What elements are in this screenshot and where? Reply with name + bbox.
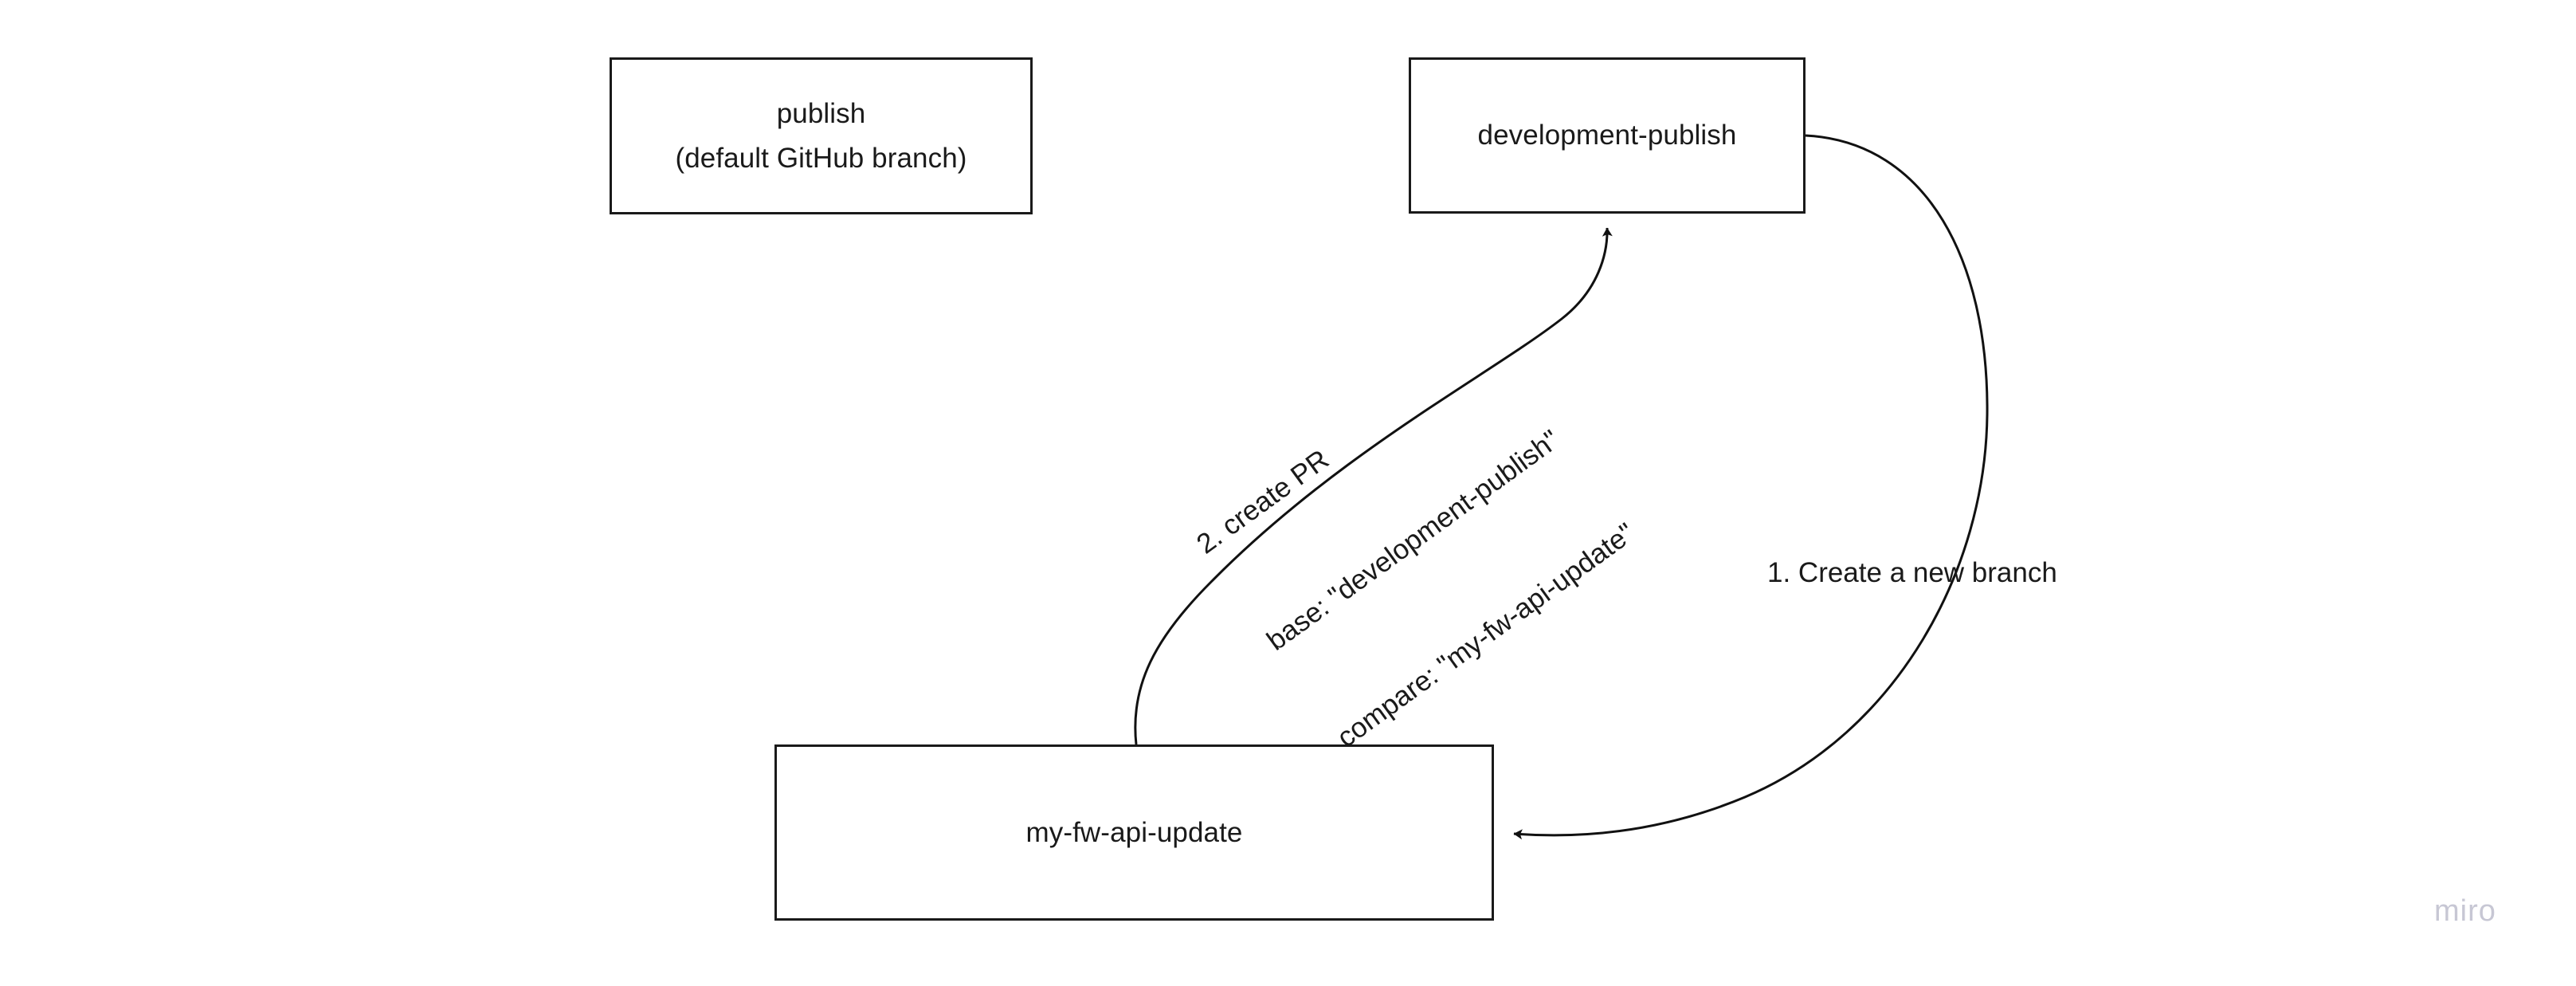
edge-label-create-pr: 2. create PR base: "development-publish"…	[1142, 256, 1690, 822]
node-development-publish-label: development-publish	[1477, 120, 1737, 151]
node-publish[interactable]: publish (default GitHub branch)	[610, 57, 1033, 214]
miro-watermark: miro	[2434, 894, 2496, 928]
node-my-fw-api-update[interactable]: my-fw-api-update	[774, 744, 1494, 921]
node-publish-label: publish (default GitHub branch)	[675, 97, 967, 174]
node-my-fw-api-update-label: my-fw-api-update	[1025, 816, 1243, 848]
edge-label-create-branch: 1. Create a new branch	[1767, 557, 2057, 588]
node-development-publish[interactable]: development-publish	[1409, 57, 1806, 214]
